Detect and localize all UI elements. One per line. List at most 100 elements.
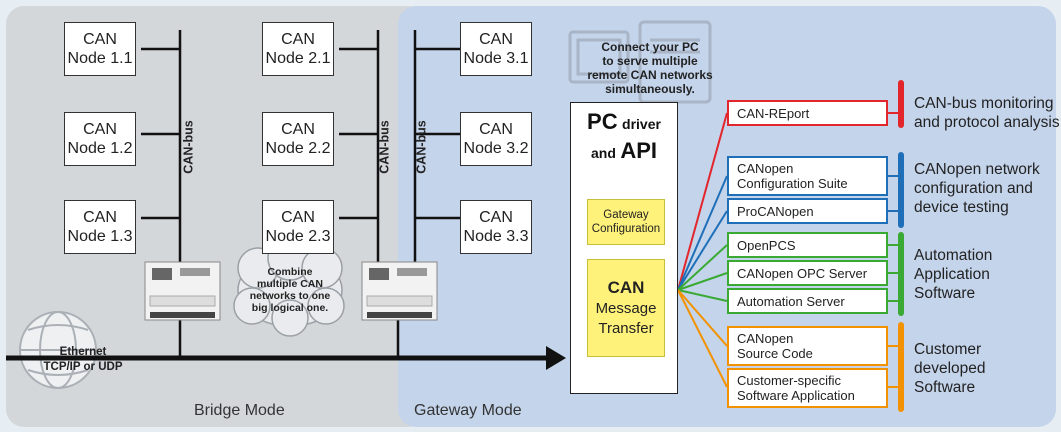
cloud-line: big logical one. <box>251 302 329 314</box>
can-message-transfer-box: CAN Message Transfer <box>587 259 665 357</box>
msg-transfer-line: Message <box>595 300 657 317</box>
category-bar-red <box>898 80 904 128</box>
tool-label: CANopen <box>737 161 794 176</box>
node-line1: CAN <box>479 121 513 138</box>
can-node-2-3: CAN Node 2.3 <box>262 200 334 254</box>
pc-title-api: API <box>620 138 658 163</box>
gateway-config-box: Gateway Configuration <box>587 199 665 245</box>
gateway-mode-label: Gateway Mode <box>414 402 522 419</box>
node-line1: CAN <box>281 31 315 48</box>
gateway-device-2 <box>361 261 438 321</box>
category-line: Automation <box>914 247 993 264</box>
tool-label: Customer-specific <box>737 373 842 388</box>
tool-procanopen: ProCANopen <box>727 198 888 224</box>
tool-openpcs: OpenPCS <box>727 232 888 258</box>
tool-label: ProCANopen <box>737 203 814 219</box>
ethernet-arrowhead <box>546 346 566 370</box>
node-line2: Node 1.1 <box>67 50 133 67</box>
node-line1: CAN <box>479 209 513 226</box>
can-node-3-3: CAN Node 3.3 <box>460 200 532 254</box>
category-line: developed <box>914 360 986 377</box>
tool-label: Software Application <box>737 388 855 403</box>
connector-lines <box>677 112 728 388</box>
node-line1: CAN <box>281 209 315 226</box>
bridge-mode-label: Bridge Mode <box>194 402 285 419</box>
can-node-3-2: CAN Node 3.2 <box>460 112 532 166</box>
category-bar-green <box>898 232 904 316</box>
can-bus-label-1: CAN-bus <box>181 120 196 174</box>
cloud-line: multiple CAN <box>257 278 323 290</box>
pc-monitor-icon <box>568 20 712 104</box>
category-bar-orange <box>898 322 904 412</box>
pc-driver-title: PC driver and API <box>571 109 677 167</box>
tool-canopen-opc-server: CANopen OPC Server <box>727 260 888 286</box>
cloud-text: Combine multiple CAN networks to one big… <box>240 266 340 314</box>
category-monitoring: CAN-bus monitoring and protocol analysis <box>914 94 1060 132</box>
node-line2: Node 2.3 <box>265 228 331 245</box>
gateway-device-1 <box>144 261 221 321</box>
msg-transfer-line: Transfer <box>598 320 654 337</box>
cloud-line: Combine <box>267 266 313 278</box>
pc-connect-text: Connect your PC to serve multiple remote… <box>580 40 720 96</box>
can-bus-label-3: CAN-bus <box>414 120 429 174</box>
category-bar-blue <box>898 152 904 228</box>
category-line: Application <box>914 266 990 283</box>
node-line2: Node 3.2 <box>463 140 529 157</box>
node-line2: Node 2.1 <box>265 50 331 67</box>
gw-config-line: Gateway <box>603 209 649 221</box>
can-node-3-1: CAN Node 3.1 <box>460 22 532 76</box>
can-label: CAN <box>607 278 645 297</box>
node-line2: Node 3.1 <box>463 50 529 67</box>
pc-title-and: and <box>590 145 616 161</box>
node-line1: CAN <box>83 209 117 226</box>
pc-text-line: to serve multiple <box>602 54 698 68</box>
ethernet-line2: TCP/IP or UDP <box>43 361 123 373</box>
tool-automation-server: Automation Server <box>727 288 888 314</box>
tool-label: CANopen <box>737 331 794 346</box>
node-line1: CAN <box>281 121 315 138</box>
can-bus-lines <box>141 30 460 358</box>
node-line2: Node 1.2 <box>67 140 133 157</box>
can-node-1-3: CAN Node 1.3 <box>64 200 136 254</box>
node-line2: Node 1.3 <box>67 228 133 245</box>
gw-config-line: Configuration <box>591 223 661 235</box>
pc-text-line: Connect your PC <box>601 40 699 54</box>
tool-can-report: CAN-REport <box>727 100 888 126</box>
category-line: and protocol analysis <box>914 114 1060 131</box>
pc-driver-box: PC driver and API Gateway Configuration … <box>570 102 678 394</box>
category-line: CANopen network <box>914 161 1040 178</box>
category-line: Customer <box>914 341 982 358</box>
node-line2: Node 2.2 <box>265 140 331 157</box>
can-node-2-1: CAN Node 2.1 <box>262 22 334 76</box>
cloud-icon <box>233 235 345 337</box>
cloud-line: networks to one <box>249 290 331 302</box>
ethernet-label: Ethernet TCP/IP or UDP <box>38 345 128 375</box>
pc-title-big: PC <box>587 109 618 134</box>
can-bus-label-2: CAN-bus <box>377 120 392 174</box>
pc-title-driver: driver <box>622 116 661 132</box>
tool-label: OpenPCS <box>737 237 796 253</box>
pc-text-line: remote CAN networks <box>587 68 713 82</box>
tool-label: CANopen OPC Server <box>737 265 868 281</box>
node-line2: Node 3.3 <box>463 228 529 245</box>
pc-text-line: simultaneously. <box>605 82 695 96</box>
can-node-2-2: CAN Node 2.2 <box>262 112 334 166</box>
tool-label: Configuration Suite <box>737 176 848 191</box>
globe-icon <box>19 311 97 389</box>
node-line1: CAN <box>479 31 513 48</box>
tool-label: CAN-REport <box>737 105 810 121</box>
category-line: Software <box>914 379 976 396</box>
tool-label: Source Code <box>737 346 813 361</box>
ethernet-line1: Ethernet <box>59 346 107 358</box>
tool-label: Automation Server <box>737 293 845 309</box>
category-line: configuration and <box>914 180 1033 197</box>
category-line: CAN-bus monitoring <box>914 95 1054 112</box>
